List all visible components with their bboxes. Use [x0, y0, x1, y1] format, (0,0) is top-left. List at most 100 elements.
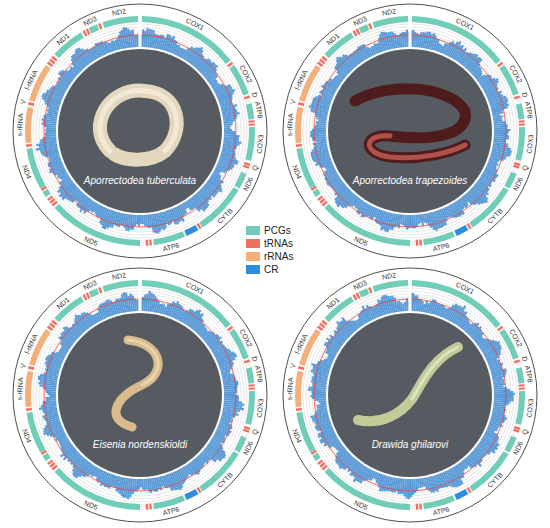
scale-ring: [312, 297, 508, 493]
gene-segment: [516, 367, 525, 383]
gene-segment: [51, 56, 57, 62]
content-bar: [310, 131, 326, 133]
gene-segment: [103, 280, 139, 292]
gene-segment: [89, 24, 99, 33]
gene-segment: [519, 384, 525, 386]
gene-segment: [249, 123, 255, 125]
gene-segment: [184, 489, 198, 500]
gene-segment: [199, 187, 238, 227]
genome-map: [283, 268, 537, 522]
legend-row: rRNAs: [246, 250, 293, 263]
reference-circle: [44, 299, 236, 491]
content-bar: [406, 30, 409, 47]
gene-track: [295, 280, 525, 510]
earthworm: [100, 91, 177, 160]
gene-segment: [515, 127, 525, 161]
content-bar: [224, 125, 231, 127]
gene-label: V: [289, 363, 297, 369]
gene-segment: [245, 127, 255, 161]
gene-segment: [295, 371, 303, 407]
scale-ring: [306, 27, 514, 235]
gene-segment: [321, 320, 327, 326]
gene-segment: [519, 387, 525, 389]
content-bar: [224, 123, 233, 126]
origin-mark: [139, 279, 142, 313]
gene-label: s-rRNA: [16, 113, 24, 136]
content-bar: [143, 215, 146, 226]
gene-segment: [312, 453, 320, 461]
gene-segment: [244, 359, 250, 363]
content-bar: [412, 479, 415, 495]
scale-ring: [39, 294, 241, 496]
gene-label: ND2: [382, 272, 397, 281]
scale-ring: [42, 33, 238, 229]
gene-segment: [25, 371, 33, 407]
content-bar: [140, 479, 142, 487]
gene-label: s-rRNA: [16, 377, 24, 400]
gene-segment: [412, 16, 501, 64]
origin-mark: [409, 15, 412, 49]
scale-ring: [303, 24, 517, 238]
scale-ring: [45, 300, 235, 490]
earthworm: [355, 89, 465, 158]
gene-label: V: [19, 363, 27, 369]
content-bar: [46, 131, 56, 133]
gene-segment: [373, 16, 409, 28]
content-bar: [224, 393, 235, 395]
gene-segment: [513, 429, 519, 433]
origin-mark: [409, 279, 412, 313]
gene-segment: [89, 288, 99, 297]
gene-label: V: [19, 99, 27, 105]
photo-disk: [58, 49, 222, 213]
content-bar: [410, 479, 412, 497]
earthworm: [412, 347, 458, 399]
gene-segment: [47, 459, 53, 464]
gene-label: COX3: [255, 398, 264, 418]
gene-label: Q: [250, 429, 258, 436]
content-bar: [138, 215, 140, 227]
scale-ring: [309, 294, 511, 496]
scale-ring: [36, 27, 244, 235]
scale-ring: [324, 309, 496, 481]
content-bar: [224, 127, 230, 129]
legend-swatch: [246, 239, 260, 248]
legend-text: PCGs: [264, 225, 291, 236]
gene-segment: [325, 32, 354, 58]
outer-ring: [13, 268, 267, 522]
earthworm: [100, 91, 177, 151]
gene-segment: [298, 102, 304, 106]
scale-ring: [324, 45, 496, 217]
legend-text: tRNAs: [264, 238, 293, 249]
gene-label: ATP8: [254, 101, 264, 119]
content-bar: [494, 127, 507, 129]
gene-label: ATP8: [524, 365, 534, 383]
reference-circle: [314, 299, 506, 491]
scale-ring: [312, 33, 508, 229]
gene-label: ATP8: [254, 365, 264, 383]
gene-segment: [246, 103, 255, 119]
gene-segment: [416, 240, 419, 246]
species-disk: Drawida ghilarovi: [328, 313, 492, 477]
outer-ring: [283, 4, 537, 258]
content-bar: [310, 395, 326, 397]
gene-label: V: [289, 99, 297, 105]
gene-label: COX3: [525, 398, 534, 418]
content-bar: [136, 35, 138, 47]
gene-segment: [454, 225, 468, 236]
legend-swatch: [246, 252, 260, 261]
content-bar: [47, 393, 56, 395]
gene-segment: [298, 366, 304, 370]
content-bar: [224, 129, 232, 131]
gene-segment: [295, 107, 303, 143]
legend-row: tRNAs: [246, 237, 293, 250]
gene-segment: [368, 287, 372, 293]
scale-ring: [39, 30, 241, 232]
gene-segment: [142, 16, 231, 64]
content-bar: [406, 298, 408, 311]
gene-label: D: [521, 355, 529, 362]
content-bar: [224, 131, 236, 133]
legend-text: CR: [264, 264, 278, 275]
scale-ring: [33, 288, 247, 502]
content-bar: [142, 479, 144, 490]
gene-label: ND2: [112, 272, 127, 281]
